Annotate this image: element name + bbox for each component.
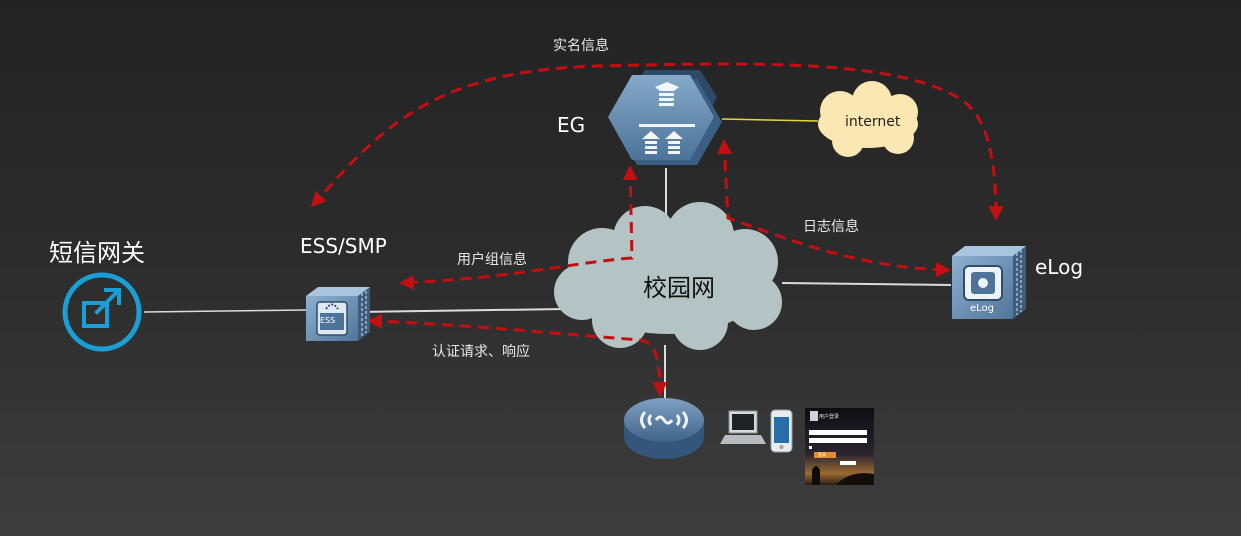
flow-arrows [311, 62, 1004, 397]
real-name-flow-arrow [311, 62, 1004, 221]
sms-gateway-label: 短信网关 [49, 239, 145, 267]
ess-badge-label: ESS [320, 316, 336, 325]
elog-badge-label: eLog [970, 303, 995, 314]
login-screen-button: 登录 [818, 452, 826, 457]
laptop-icon [720, 410, 766, 444]
ess-smp-label: ESS/SMP [300, 234, 387, 258]
link-sms-ess [143, 309, 307, 313]
real-name-info-label: 实名信息 [553, 38, 609, 54]
login-screen-title: 用户登录 [819, 414, 840, 420]
sms-gateway-icon [62, 272, 142, 352]
log-flow-arrow [717, 139, 951, 278]
elog-device-icon [952, 246, 1026, 319]
phone-icon [770, 409, 793, 453]
ess-device-icon [306, 287, 370, 341]
eg-device-icon [608, 70, 722, 165]
wireless-ap-icon [624, 398, 704, 459]
auth-request-response-label: 认证请求、响应 [432, 344, 530, 360]
user-group-info-label: 用户组信息 [457, 252, 527, 268]
internet-label: internet [845, 114, 901, 130]
log-info-label: 日志信息 [803, 219, 859, 235]
link-eg-internet [721, 118, 819, 122]
elog-label: eLog [1035, 255, 1084, 279]
auth-flow-arrow [367, 313, 668, 397]
link-lines [143, 118, 952, 398]
eg-label: EG [557, 113, 586, 137]
link-ess-campus [357, 308, 566, 313]
user-group-flow-arrow [399, 165, 638, 290]
link-campus-elog [781, 282, 952, 286]
login-screen-thumbnail [805, 408, 874, 485]
campus-network-label: 校园网 [643, 274, 715, 302]
